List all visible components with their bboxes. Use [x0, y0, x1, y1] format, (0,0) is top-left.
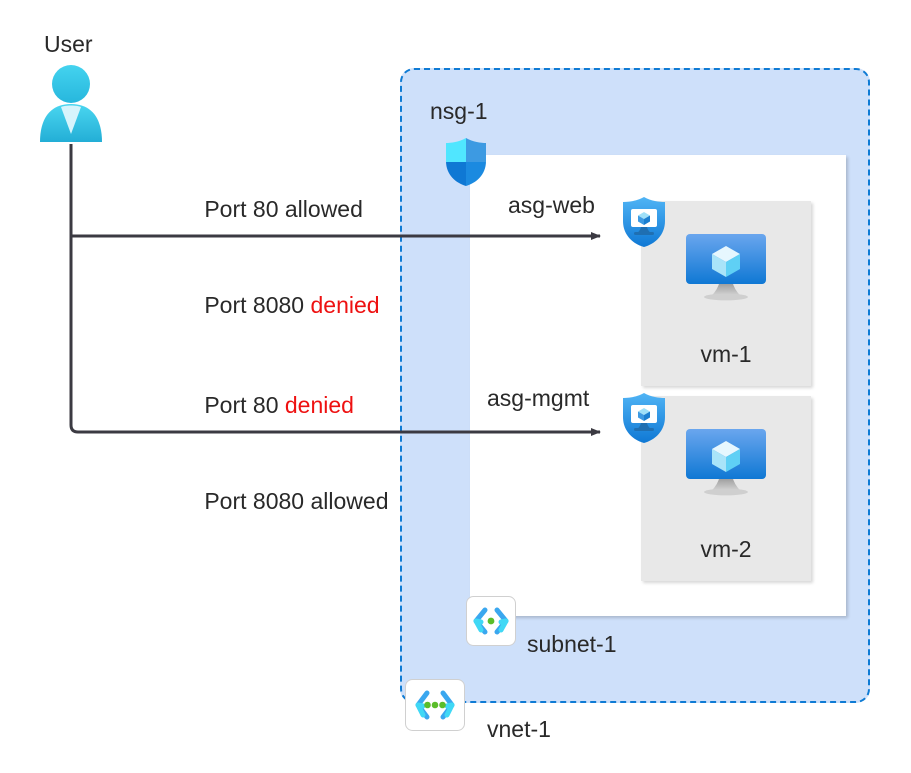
subnet-icon: [466, 596, 516, 646]
vm-2-label: vm-2: [700, 536, 752, 562]
shield-icon: [444, 137, 488, 187]
asg-shield-icon: [621, 392, 667, 444]
user-label: User: [44, 31, 93, 57]
virtual-machine-icon: [684, 428, 768, 506]
vm-card-2[interactable]: vm-2: [641, 396, 811, 581]
user-icon: [36, 62, 106, 144]
rule-mgmt-line-1: Port 80 denied: [166, 357, 388, 453]
rule-web-line-2-status: denied: [310, 292, 380, 318]
vm-card-1[interactable]: vm-1: [641, 201, 811, 386]
subnet-label: subnet-1: [527, 631, 617, 657]
rule-mgmt-line-2: Port 8080 allowed: [166, 453, 388, 549]
rule-web-line-1: Port 80 allowed: [166, 161, 380, 257]
rule-label-mgmt: Port 80 denied Port 8080 allowed: [166, 357, 388, 549]
rule-web-line-1-prefix: Port 80: [204, 196, 285, 222]
rule-label-web: Port 80 allowed Port 8080 denied: [166, 161, 380, 353]
rule-mgmt-line-2-prefix: Port 8080: [204, 488, 311, 514]
vnet-icon: [405, 679, 465, 731]
asg-mgmt-label: asg-mgmt: [487, 385, 590, 411]
rule-web-line-1-status: allowed: [284, 196, 363, 222]
rule-web-line-2-prefix: Port 8080: [204, 292, 311, 318]
vm-1-label: vm-1: [700, 341, 752, 367]
rule-mgmt-line-2-status: allowed: [310, 488, 389, 514]
rule-mgmt-line-1-status: denied: [284, 392, 354, 418]
asg-web-label: asg-web: [508, 192, 595, 218]
asg-shield-icon: [621, 196, 667, 248]
virtual-machine-icon: [684, 233, 768, 311]
nsg-label: nsg-1: [430, 98, 488, 124]
rule-web-line-2: Port 8080 denied: [166, 257, 380, 353]
rule-mgmt-line-1-prefix: Port 80: [204, 392, 285, 418]
vnet-label: vnet-1: [487, 716, 551, 742]
